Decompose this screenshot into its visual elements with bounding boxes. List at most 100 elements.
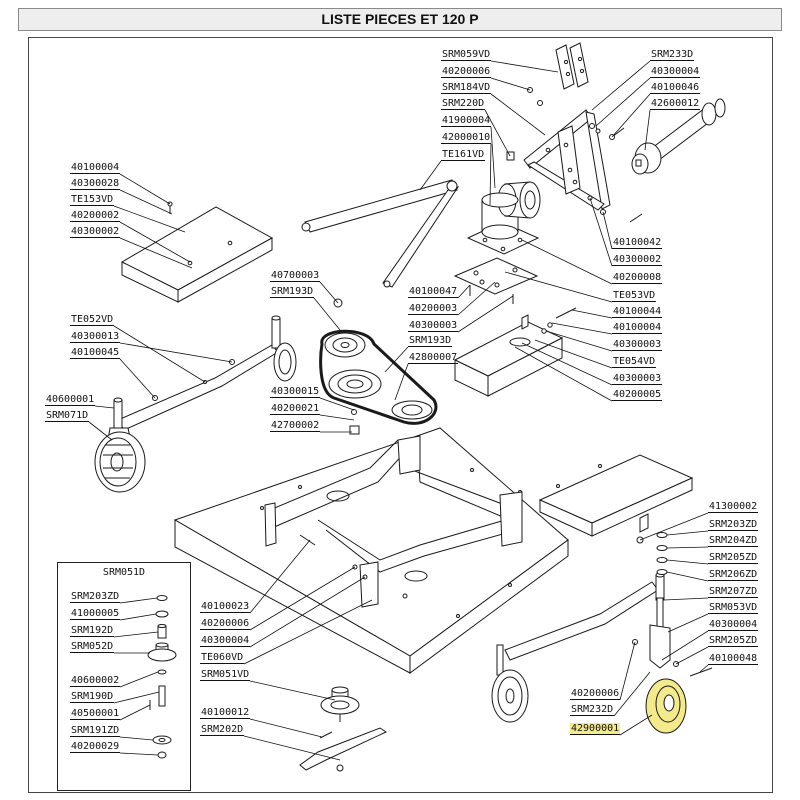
part-label-41000005: 41000005 bbox=[70, 608, 121, 620]
part-label-srm205zd: SRM205ZD bbox=[708, 552, 759, 564]
leader-line bbox=[484, 109, 511, 157]
leader-line bbox=[639, 512, 709, 541]
pto-shaft bbox=[631, 98, 726, 175]
part-label-srm203zd: SRM203ZD bbox=[708, 519, 759, 531]
leader-line bbox=[319, 414, 355, 421]
part-label-srm193d: SRM193D bbox=[270, 286, 315, 298]
part-label-srm192d: SRM192D bbox=[70, 625, 115, 637]
gearbox bbox=[466, 181, 541, 255]
leader-line bbox=[666, 530, 709, 536]
part-label-42800007: 42800007 bbox=[408, 352, 459, 364]
leader-line bbox=[249, 718, 323, 738]
part-label-40300015: 40300015 bbox=[270, 386, 321, 398]
part-label-40300004: 40300004 bbox=[708, 619, 759, 631]
part-label-40600001: 40600001 bbox=[45, 394, 96, 406]
leader-line bbox=[619, 641, 636, 701]
part-label-srm232d: SRM232D bbox=[570, 704, 615, 716]
leader-line bbox=[490, 126, 496, 189]
leader-line bbox=[675, 646, 709, 665]
part-label-srm204zd: SRM204ZD bbox=[708, 535, 759, 547]
part-label-srm233d: SRM233D bbox=[650, 49, 695, 61]
part-label-40200005: 40200005 bbox=[612, 389, 663, 401]
leader-line bbox=[249, 576, 366, 648]
leader-line bbox=[119, 613, 157, 621]
leader-line bbox=[457, 295, 514, 333]
part-label-te060vd: TE060VD bbox=[200, 652, 245, 664]
leader-line bbox=[589, 197, 613, 267]
leader-line bbox=[489, 143, 492, 206]
part-label-40600002: 40600002 bbox=[70, 675, 121, 687]
part-label-42000010: 42000010 bbox=[441, 132, 492, 144]
leader-line bbox=[119, 358, 156, 399]
part-label-40300004: 40300004 bbox=[650, 66, 701, 78]
leader-line bbox=[591, 60, 651, 111]
inset-box: SRM051D bbox=[57, 562, 191, 791]
highlighted-wheel bbox=[645, 678, 687, 734]
leader-line bbox=[667, 613, 709, 633]
rear-right-wheel-arm bbox=[491, 532, 713, 723]
part-label-40500001: 40500001 bbox=[70, 708, 121, 720]
leader-line bbox=[243, 599, 373, 665]
leader-line bbox=[595, 77, 651, 127]
leader-line bbox=[457, 284, 471, 299]
part-label-40300003: 40300003 bbox=[612, 373, 663, 385]
leader-line bbox=[666, 559, 709, 565]
leader-line bbox=[666, 546, 709, 549]
leader-line bbox=[119, 221, 191, 263]
cutting-deck bbox=[173, 427, 569, 674]
leader-lines bbox=[88, 60, 709, 761]
part-label-srm190d: SRM190D bbox=[70, 691, 115, 703]
part-label-te053vd: TE053VD bbox=[612, 290, 657, 302]
leader-line bbox=[119, 704, 151, 721]
leader-line bbox=[319, 397, 355, 411]
top-bolts bbox=[506, 87, 643, 223]
leader-line bbox=[419, 160, 442, 191]
leader-line bbox=[119, 597, 158, 604]
leader-line bbox=[490, 93, 546, 136]
deck-frame bbox=[264, 435, 523, 608]
part-label-40700003: 40700003 bbox=[270, 270, 321, 282]
pulleys-belt bbox=[319, 298, 438, 435]
blade-hub bbox=[320, 686, 360, 722]
part-label-srm220d: SRM220D bbox=[441, 98, 486, 110]
part-label-srm193d: SRM193D bbox=[408, 335, 453, 347]
leader-line bbox=[490, 60, 559, 73]
leader-line bbox=[119, 342, 233, 363]
leader-line bbox=[88, 421, 113, 441]
leader-line bbox=[384, 346, 409, 373]
leader-line bbox=[119, 173, 171, 205]
leader-line bbox=[613, 671, 651, 717]
part-label-42900001: 42900001 bbox=[570, 723, 621, 735]
part-label-40200006: 40200006 bbox=[570, 688, 621, 700]
part-label-40300003: 40300003 bbox=[612, 339, 663, 351]
leader-line bbox=[699, 664, 709, 673]
castor-wheel-left bbox=[94, 397, 146, 493]
part-label-40200029: 40200029 bbox=[70, 741, 121, 753]
headstock-frame bbox=[523, 109, 611, 211]
leader-line bbox=[534, 339, 613, 369]
top-link-arms bbox=[301, 179, 460, 288]
leader-line bbox=[611, 93, 651, 138]
part-label-srm205zd: SRM205ZD bbox=[708, 635, 759, 647]
drawing-frame bbox=[28, 37, 773, 793]
leader-line bbox=[249, 680, 336, 701]
part-label-40100012: 40100012 bbox=[200, 707, 251, 719]
leader-line bbox=[113, 631, 159, 638]
leader-line bbox=[661, 630, 709, 661]
part-label-srm206zd: SRM206ZD bbox=[708, 569, 759, 581]
leader-line bbox=[457, 281, 496, 316]
part-label-40100023: 40100023 bbox=[200, 601, 251, 613]
part-label-40100044: 40100044 bbox=[612, 306, 663, 318]
leader-line bbox=[249, 566, 356, 631]
leader-line bbox=[490, 77, 531, 91]
leader-line bbox=[619, 714, 653, 736]
part-label-40100004: 40100004 bbox=[612, 322, 663, 334]
part-label-srm051vd: SRM051VD bbox=[200, 669, 251, 681]
leader-line bbox=[113, 205, 186, 233]
part-label-srm191zd: SRM191ZD bbox=[70, 725, 121, 737]
leader-line bbox=[666, 571, 709, 582]
part-label-40300028: 40300028 bbox=[70, 178, 121, 190]
leader-line bbox=[119, 237, 193, 269]
upright-plates bbox=[555, 42, 589, 90]
